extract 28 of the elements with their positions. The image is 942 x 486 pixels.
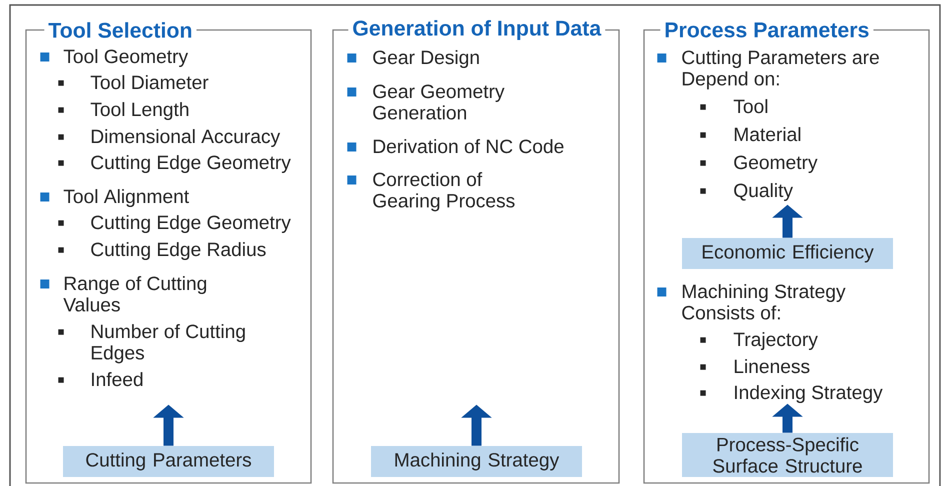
label-box: Economic Efficiency — [682, 238, 893, 269]
list-item: Gear Geometry Generation — [347, 84, 505, 120]
list-item: Machining Strategy Consists of: — [657, 284, 846, 320]
label-box: Machining Strategy — [371, 446, 582, 477]
list-item: Cutting Parameters are Depend on: — [657, 50, 879, 90]
list-item: Correction of Gearing Process — [347, 172, 515, 212]
list-item: Indexing Strategy — [700, 385, 883, 403]
list-item: Tool Length — [58, 102, 188, 120]
list-item: Cutting Edge Geometry — [58, 155, 291, 173]
list-item: Lineness — [700, 359, 810, 374]
list-item: Cutting Edge Geometry — [58, 215, 291, 233]
list-item: Material — [700, 127, 800, 142]
list-item: Quality — [700, 183, 793, 201]
list-item: Infeed — [58, 372, 142, 386]
list-item: Number of Cutting Edges — [58, 324, 245, 364]
list-item: Cutting Edge Radius — [58, 242, 266, 260]
list-item: Derivation of NC Code — [347, 139, 564, 154]
list-item: Tool Alignment — [40, 189, 190, 207]
list-item: Geometry — [700, 156, 818, 173]
list-item: Trajectory — [700, 332, 818, 350]
list-item: Tool Geometry — [40, 49, 188, 67]
label-box: Process-Specific Surface Structure — [682, 433, 893, 477]
list-item: Tool Diameter — [58, 75, 208, 90]
list-item: Dimensional Accuracy — [58, 129, 280, 147]
label-box: Cutting Parameters — [63, 446, 274, 477]
list-item: Gear Design — [347, 50, 479, 68]
list-item: Range of Cutting Values — [40, 276, 206, 312]
list-item: Tool — [700, 99, 768, 114]
